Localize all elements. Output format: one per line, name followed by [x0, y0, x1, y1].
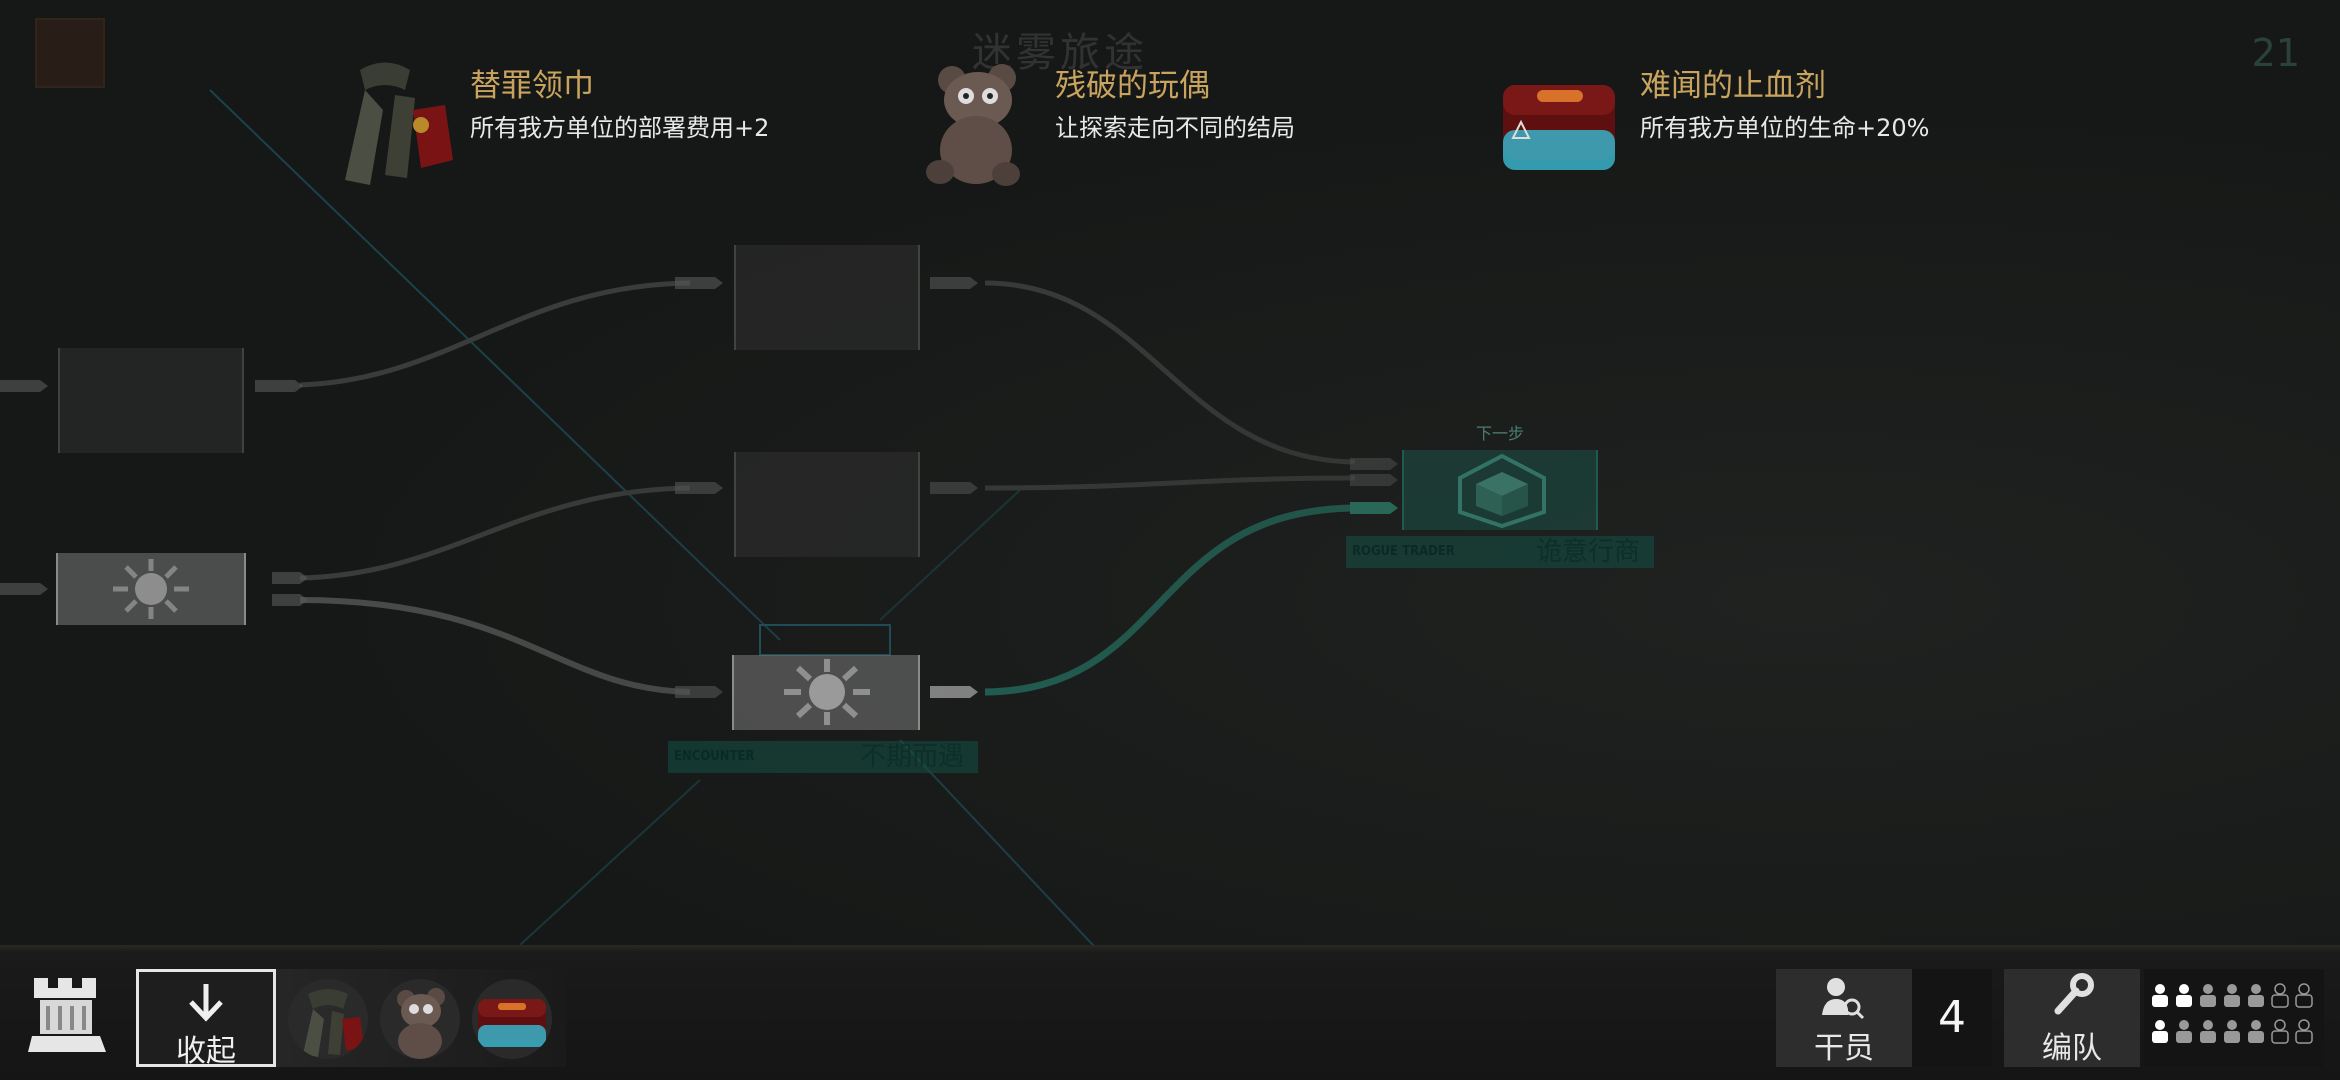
relic-thumb-scarf[interactable]: [288, 979, 368, 1059]
relic-desc: 所有我方单位的部署费用+2: [470, 114, 770, 142]
encounter-burst-icon: [113, 559, 189, 619]
relic-desc: 让探索走向不同的结局: [1055, 114, 1295, 142]
operators-count: 4: [1912, 969, 1992, 1067]
teddy-bear-icon: [397, 988, 445, 1059]
scarf-icon: [303, 989, 364, 1057]
crate-icon: [1458, 453, 1546, 529]
relic-name: 难闻的止血剂: [1640, 68, 1826, 104]
encounter-name: 不期而遇: [859, 742, 964, 772]
tower-icon[interactable]: [28, 972, 110, 1056]
rogue-trader-name: 诡意行商: [1535, 537, 1640, 567]
rogue-trader-tag: ROGUE TRADER: [1352, 544, 1455, 559]
squad-button[interactable]: 编队: [2004, 969, 2140, 1067]
relic-scapegoat-scarf: 替罪领巾 所有我方单位的部署费用+2: [325, 50, 885, 210]
squad-slots-icon: [2152, 983, 2313, 1044]
hud-counter: 21: [2251, 31, 2300, 75]
map-node-rogue-trader[interactable]: [1402, 450, 1598, 530]
relic-smelly-hemostatic: 难闻的止血剂 所有我方单位的生命+20%: [1495, 50, 2055, 210]
operator-search-icon: [1822, 978, 1865, 1020]
encounter-burst-icon: [784, 659, 870, 725]
operators-button[interactable]: 干员: [1776, 969, 1912, 1067]
relic-thumb-hemostatic[interactable]: [472, 979, 552, 1059]
map-node-middle[interactable]: [734, 452, 920, 557]
map-node-left-lower[interactable]: [56, 553, 246, 625]
rook-tower-icon: [28, 978, 106, 1052]
squad-label: 编队: [2042, 1031, 2102, 1066]
teddy-bear-icon: [926, 64, 1020, 186]
collapse-button[interactable]: 收起: [136, 969, 276, 1069]
arrow-down-icon: [189, 984, 223, 1022]
wrench-icon: [2054, 973, 2094, 1015]
map-node-left-upper[interactable]: [58, 348, 244, 453]
hemostatic-box-icon: [478, 999, 546, 1047]
encounter-label: ENCOUNTER 不期而遇: [668, 741, 978, 773]
squad-slots: [2144, 969, 2324, 1067]
map-node-encounter[interactable]: [732, 655, 920, 730]
hemostatic-box-icon: [1503, 85, 1615, 170]
relic-strip: [276, 969, 566, 1067]
rogue-trader-label: ROGUE TRADER 诡意行商: [1346, 536, 1654, 568]
next-step-hint: 下一步: [1475, 424, 1524, 443]
collapse-label: 收起: [176, 1034, 236, 1069]
relic-name: 残破的玩偶: [1055, 68, 1210, 104]
operators-label: 干员: [1814, 1031, 1874, 1066]
scarf-icon: [345, 62, 453, 185]
relic-name: 替罪领巾: [470, 68, 594, 104]
relic-thumb-doll[interactable]: [380, 979, 460, 1059]
map-node-top[interactable]: [734, 245, 920, 350]
exit-button[interactable]: [35, 18, 105, 88]
relic-desc: 所有我方单位的生命+20%: [1640, 114, 1930, 142]
encounter-tag: ENCOUNTER: [674, 749, 755, 764]
relic-broken-doll: 残破的玩偶 让探索走向不同的结局: [910, 50, 1470, 210]
